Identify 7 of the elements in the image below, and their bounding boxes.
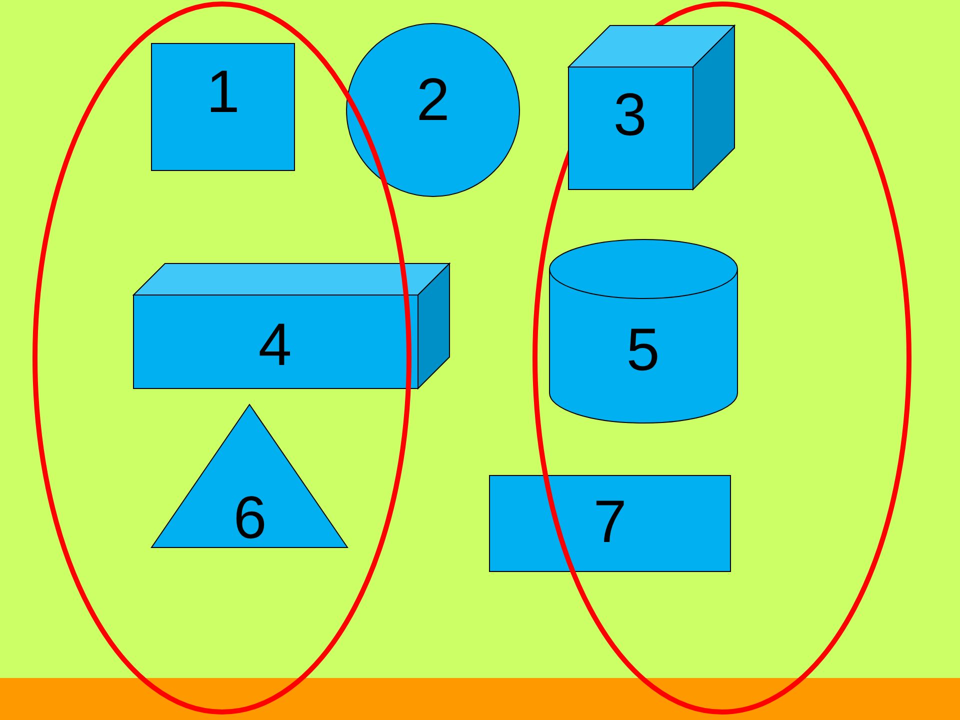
shape-number: 3 — [613, 85, 647, 145]
shape-number: 7 — [593, 492, 627, 552]
shape-number: 1 — [206, 62, 240, 122]
shape-number: 2 — [416, 70, 450, 130]
shape-number: 4 — [258, 315, 292, 375]
shape-number: 6 — [233, 488, 267, 548]
shape-number: 5 — [626, 320, 660, 380]
